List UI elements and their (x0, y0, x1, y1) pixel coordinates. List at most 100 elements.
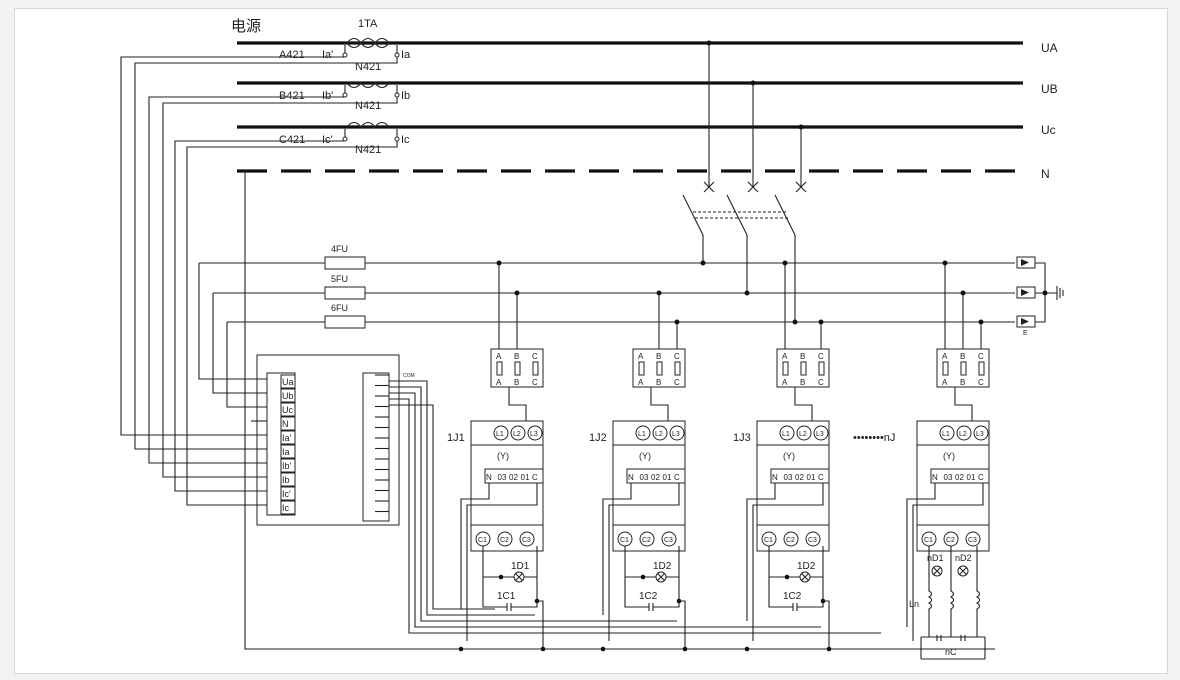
pin-strip (626, 468, 686, 484)
fuse-5fu (324, 286, 366, 300)
pin-label: 01 (807, 473, 816, 482)
meter-output-block (362, 372, 390, 522)
junction-dot (784, 574, 790, 580)
phase-label: A (942, 378, 948, 387)
top-terminal-label: L2 (513, 431, 521, 438)
pin-label: N (772, 473, 778, 482)
pin-strip (484, 468, 544, 484)
contactor-body (756, 420, 830, 552)
phase-label: A (496, 352, 502, 361)
ground-label: E (1023, 330, 1028, 337)
meter-com-label: COM (403, 373, 415, 379)
signal-wire (608, 483, 680, 641)
ct-a-out: Ia (401, 49, 411, 61)
top-terminal (973, 425, 989, 441)
phase-label: B (656, 378, 661, 387)
phase-fuse (656, 361, 663, 376)
phase-label: B (656, 352, 661, 361)
phase-fuse (782, 361, 789, 376)
junction-dot (514, 290, 520, 296)
meter-terminal-box (280, 388, 296, 403)
contactor-body (916, 420, 990, 552)
phase-label: A (638, 352, 644, 361)
ct-b-neutral: N421 (355, 100, 381, 112)
meter-terminal-box (280, 402, 296, 417)
phase-label: A (782, 378, 788, 387)
bottom-terminal (965, 531, 981, 547)
meter-terminal-label: Ic (282, 503, 290, 513)
junction-dot (640, 574, 646, 580)
bottom-terminal-label: C1 (764, 537, 773, 544)
phase-label: C (674, 352, 680, 361)
phase-fuse (638, 361, 645, 376)
top-terminal-label: L2 (655, 431, 663, 438)
junction-dot (978, 319, 984, 325)
ct-b-in: Ib' (322, 90, 333, 102)
reactor-coil (927, 546, 933, 637)
capacitor-label: 1C2 (639, 591, 658, 602)
wiring-diagram: 电源 1TA UA UB Uc N A421 Ia' Ia N421 B421 … (14, 8, 1168, 674)
phase-fuse (800, 361, 807, 376)
meter-terminal-box (280, 416, 296, 431)
coil-label: (Y) (783, 451, 795, 461)
fuse-label-4fu: 4FU (331, 244, 348, 254)
lamp-label: 1D2 (653, 561, 672, 572)
ct-c-neutral: N421 (355, 144, 381, 156)
junction-dot (600, 646, 606, 652)
phase-label: C (818, 352, 824, 361)
meter-terminal-box (280, 458, 296, 473)
pin-label: C (532, 473, 538, 482)
capacitor-label: 1C1 (497, 591, 516, 602)
pin-label: 03 (944, 473, 953, 482)
coil-label: (Y) (639, 451, 651, 461)
ct-label: 1TA (358, 18, 378, 30)
return-wire (679, 600, 686, 649)
feed-wire (508, 387, 527, 421)
pin-strip (770, 468, 830, 484)
signal-wire (602, 483, 632, 615)
pin-label: 03 (640, 473, 649, 482)
meter-terminal-box (280, 444, 296, 459)
current-transformer-a: A421 Ia' Ia N421 (279, 37, 411, 73)
ct-a-neutral: N421 (355, 61, 381, 73)
feed-wire (794, 387, 813, 421)
pin-label: 02 (509, 473, 518, 482)
wiring-diagram-canvas: 电源 1TA UA UB Uc N A421 Ia' Ia N421 B421 … (120, 18, 1064, 660)
meter-terminal-label: Ic' (282, 489, 291, 499)
contactor-body (470, 420, 544, 552)
meter-terminal-box (280, 486, 296, 501)
phase-label: B (800, 352, 805, 361)
top-terminal (493, 425, 509, 441)
contactor-name: 1J1 (447, 432, 465, 444)
coil-label: (Y) (943, 451, 955, 461)
capacitor-wire (624, 577, 680, 608)
top-terminal (796, 425, 812, 441)
phase-fuse (674, 361, 681, 376)
contactor-name: ••••••••nJ (853, 432, 895, 444)
top-terminal (669, 425, 685, 441)
lamp-label: nD1 (927, 553, 944, 563)
lamp-label: 1D1 (511, 561, 530, 572)
meter-terminal-label: Ib' (282, 461, 292, 471)
phase-label: A (942, 352, 948, 361)
meter-terminal-label: Ia (282, 447, 290, 457)
contactor-name: 1J3 (733, 432, 751, 444)
top-terminal-label: L1 (638, 431, 646, 438)
pin-label: C (818, 473, 824, 482)
phase-fuse (942, 361, 949, 376)
lamp-label: 1D2 (797, 561, 816, 572)
bottom-terminal-label: C2 (642, 537, 651, 544)
coil-label: (Y) (497, 451, 509, 461)
ct-c-phase: C421 (279, 134, 305, 146)
meter-input-wiring (120, 56, 995, 650)
top-terminal-label: L3 (672, 431, 680, 438)
pin-label: N (628, 473, 634, 482)
top-terminal (939, 425, 955, 441)
phase-label: B (800, 378, 805, 387)
ct-b-phase: B421 (279, 90, 305, 102)
phase-label: C (978, 378, 984, 387)
phase-label: B (960, 352, 965, 361)
pin-label: 02 (795, 473, 804, 482)
